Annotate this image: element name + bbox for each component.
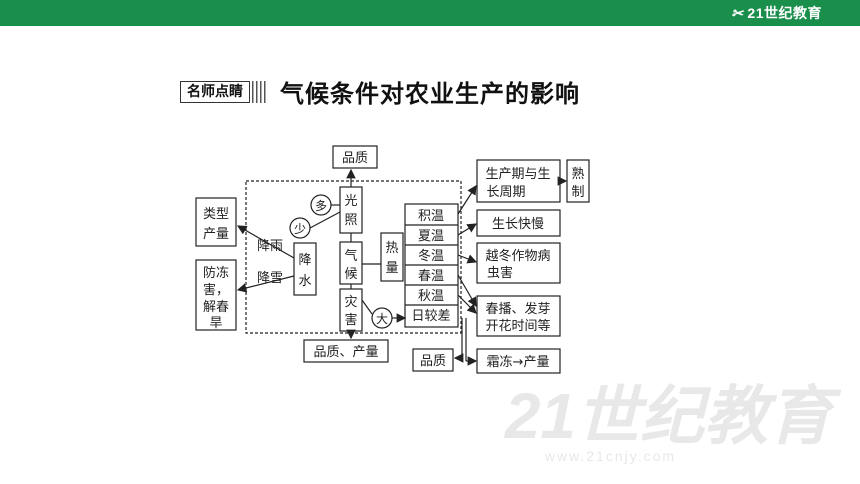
page-title: 气候条件对农业生产的影响 — [280, 80, 580, 108]
box-reliang — [380, 232, 404, 282]
label-temp-dongwen: 冬温 — [418, 248, 444, 264]
tag-stripes-decoration — [252, 81, 266, 103]
label-leixing-1: 类型 — [203, 207, 229, 222]
label-temp-qiuwen: 秋温 — [418, 289, 444, 304]
label-leixing-2: 产量 — [203, 227, 229, 242]
label-jiangxue: 降雪 — [257, 271, 283, 286]
label-chunbo-2: 开花时间等 — [485, 318, 550, 334]
label-shuangdong: 霜冻→产量 — [487, 354, 550, 370]
brand-logo-text: 21世纪教育 — [747, 5, 822, 21]
watermark: 21世纪教育 www.21cnjy.com — [505, 384, 832, 464]
box-leixing — [195, 197, 237, 247]
label-fangdong-1: 防冻 — [203, 265, 229, 281]
brand-logo[interactable]: ✂ 21世纪教育 — [731, 3, 822, 23]
label-da: 大 — [376, 312, 388, 326]
dashed-boundary — [245, 180, 462, 334]
label-jiangshui-2: 水 — [298, 274, 311, 289]
section-tag: 名师点睛 — [180, 80, 266, 104]
top-banner: ✂ 21世纪教育 — [0, 0, 860, 26]
label-shengzhang: 生长快慢 — [492, 216, 544, 232]
runner-logo-icon: ✂ — [731, 4, 744, 21]
section-tag-label: 名师点睛 — [180, 81, 250, 103]
label-shuzhi-2: 制 — [571, 185, 584, 200]
label-shengchanqi-2: 长周期 — [486, 185, 525, 200]
label-zaihai-1: 灾 — [344, 294, 357, 310]
label-temp-xiawen: 夏温 — [418, 229, 444, 244]
label-shuzhi-1: 熟 — [571, 166, 584, 182]
label-reliang-1: 热 — [385, 241, 398, 256]
label-chunbo-1: 春播、发芽 — [485, 301, 550, 317]
box-pinzhi-bottom — [412, 348, 454, 372]
label-qihou-1: 气 — [344, 248, 357, 264]
box-fangdong — [195, 259, 237, 331]
label-guang: 光 — [344, 194, 357, 209]
label-fangdong-2: 害， — [203, 282, 229, 298]
label-duo: 多 — [315, 199, 327, 213]
watermark-url: www.21cnjy.com — [544, 448, 677, 464]
label-temp-jiwen: 积温 — [418, 209, 444, 224]
label-reliang-2: 量 — [385, 261, 398, 276]
label-fangdong-3: 解春 — [203, 300, 229, 315]
box-shengzhang — [476, 209, 561, 237]
watermark-logo: 21世纪教育 — [504, 380, 832, 452]
box-pinzhi-chanliang — [303, 339, 389, 363]
label-temp-rijiaocha: 日较差 — [411, 309, 450, 324]
label-jiangshui-1: 降 — [298, 253, 311, 268]
label-zhao: 照 — [344, 213, 357, 228]
label-pinzhi-bottom: 品质 — [420, 354, 446, 369]
label-shengchanqi-1: 生产期与生 — [485, 167, 550, 182]
label-jiangyu: 降雨 — [257, 239, 283, 254]
label-pinzhi-top: 品质 — [342, 151, 368, 166]
label-yuedong-2: 虫害 — [487, 265, 513, 281]
label-pinzhi-chanliang: 品质、产量 — [313, 345, 378, 360]
box-jiangshui — [293, 242, 317, 296]
label-zaihai-2: 害 — [344, 312, 357, 328]
box-chunbo — [476, 295, 561, 337]
box-pinzhi-top — [332, 145, 378, 169]
label-fangdong-4: 旱 — [209, 316, 222, 331]
label-qihou-2: 候 — [344, 267, 357, 282]
label-shao: 少 — [294, 222, 306, 236]
label-temp-chunwen: 春温 — [418, 269, 444, 284]
label-yuedong-1: 越冬作物病 — [485, 248, 550, 264]
